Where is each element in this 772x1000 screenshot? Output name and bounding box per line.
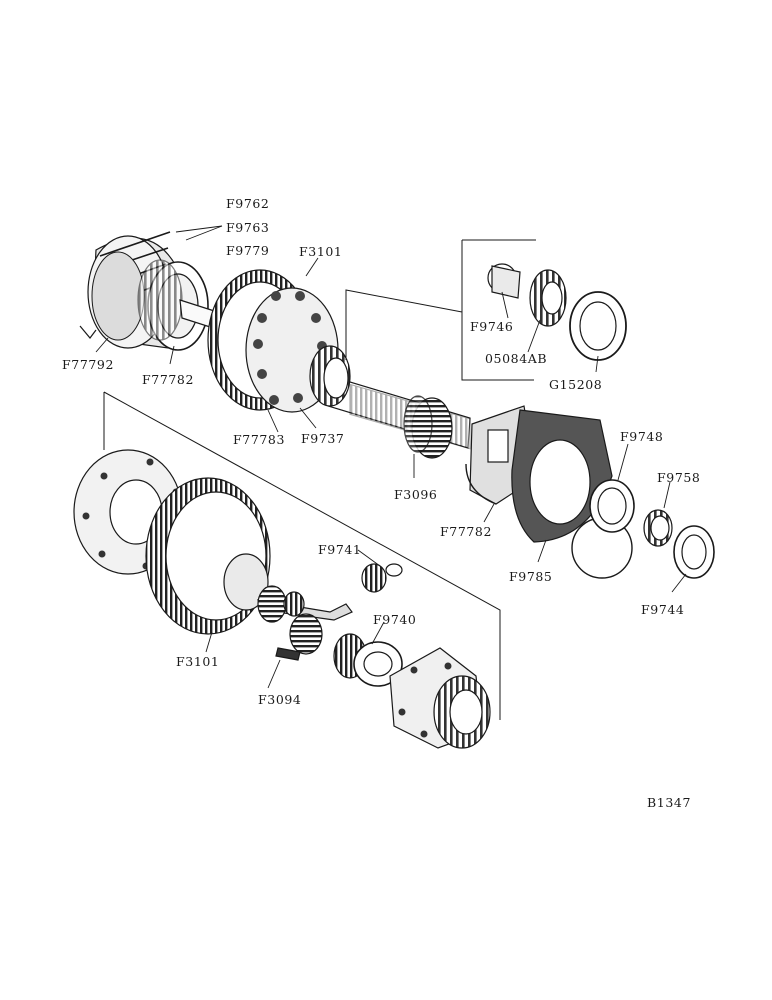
label-f77782-left: F77782: [142, 372, 195, 387]
label-f3094: F3094: [258, 692, 302, 707]
inset-bracket-lines: [345, 239, 536, 381]
label-f9746: F9746: [470, 319, 514, 334]
label-g15208: G15208: [549, 377, 603, 392]
flange-f9785: [511, 409, 633, 579]
spider-gears-f3094: [257, 585, 353, 661]
label-f3101-bottom: F3101: [176, 654, 220, 669]
ring-gear-f3101-bottom: [145, 477, 271, 635]
label-f9744: F9744: [641, 602, 685, 617]
label-f9785: F9785: [509, 569, 553, 584]
bearing-cup-f9748: [589, 479, 635, 533]
label-f77792: F77792: [62, 357, 115, 372]
pinion-gear-f3096: [403, 395, 453, 459]
bearing-cone-05084ab: [529, 269, 567, 327]
label-f77782-right: F77782: [440, 524, 493, 539]
label-f9741: F9741: [318, 542, 362, 557]
leader-lines: [95, 225, 687, 689]
label-f3096: F3096: [394, 487, 438, 502]
bearing-cup-f9744: [673, 525, 715, 579]
label-f9779: F9779: [226, 243, 270, 258]
label-f3101-top: F3101: [299, 244, 343, 259]
side-gear-f9741: [361, 563, 403, 593]
label-f9748: F9748: [620, 429, 664, 444]
label-f9737: F9737: [301, 431, 345, 446]
ring-f77782-left: [137, 259, 209, 351]
thrust-washer-f9740: [333, 633, 403, 687]
label-05084ab: 05084AB: [485, 351, 548, 366]
label-f77783: F77783: [233, 432, 286, 447]
label-f9763: F9763: [226, 220, 270, 235]
bearing-cone-f9758: [643, 509, 673, 547]
label-f9758: F9758: [657, 470, 701, 485]
ring-gear-f3101-top: [207, 269, 351, 413]
bearing-cup-g15208: [569, 291, 627, 361]
label-f9740: F9740: [373, 612, 417, 627]
label-f9762: F9762: [226, 196, 270, 211]
drawing-reference-code: B1347: [647, 795, 691, 810]
diff-case-half-right: [389, 647, 491, 749]
lower-group-bracket: [103, 391, 501, 720]
bushing-f9746: [487, 263, 521, 299]
